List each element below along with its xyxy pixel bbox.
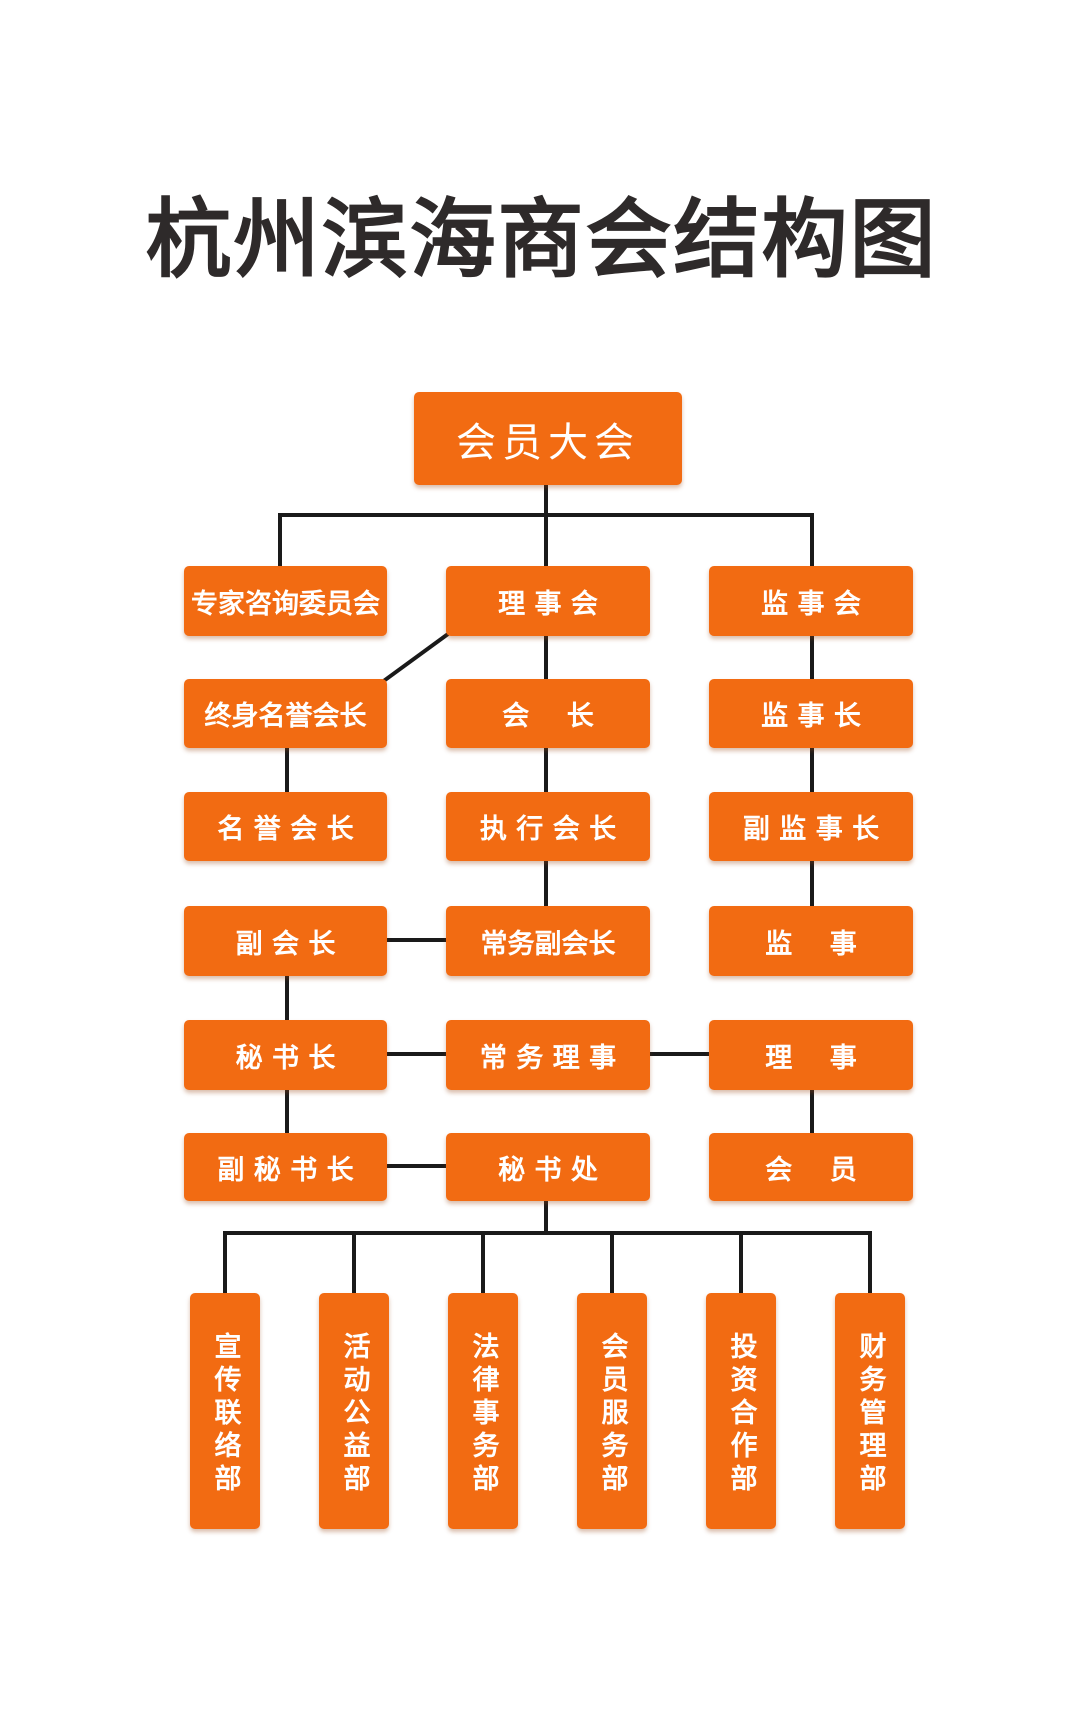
node-member: 会 员 [709, 1133, 913, 1201]
node-vice-president: 副 会 长 [184, 906, 387, 976]
node-deputy-secretary-general: 副 秘 书 长 [184, 1133, 387, 1201]
node-standing-director: 常 务 理 事 [446, 1020, 650, 1090]
node-president: 会 长 [446, 679, 650, 748]
node-secretariat: 秘 书 处 [446, 1133, 650, 1201]
node-supervisor: 监 事 [709, 906, 913, 976]
department-legal-affairs: 法律事务部 [448, 1293, 518, 1529]
node-general-assembly: 会员大会 [414, 392, 682, 485]
department-investment-cooperation: 投资合作部 [706, 1293, 776, 1529]
node-deputy-chief-supervisor: 副 监 事 长 [709, 792, 913, 861]
node-supervisory-board: 监 事 会 [709, 566, 913, 636]
node-chief-supervisor: 监 事 长 [709, 679, 913, 748]
page-title: 杭州滨海商会结构图 [145, 190, 938, 290]
node-standing-vice-president: 常务副会长 [446, 906, 650, 976]
node-executive-president: 执 行 会 长 [446, 792, 650, 861]
department-member-services: 会员服务部 [577, 1293, 647, 1529]
node-director: 理 事 [709, 1020, 913, 1090]
node-council: 理 事 会 [446, 566, 650, 636]
department-activities-charity: 活动公益部 [319, 1293, 389, 1529]
department-publicity-liaison: 宣传联络部 [190, 1293, 260, 1529]
node-lifetime-honorary-president: 终身名誉会长 [184, 679, 387, 748]
node-honorary-president: 名 誉 会 长 [184, 792, 387, 861]
department-financial-management: 财务管理部 [835, 1293, 905, 1529]
node-expert-committee: 专家咨询委员会 [184, 566, 387, 636]
node-secretary-general: 秘 书 长 [184, 1020, 387, 1090]
